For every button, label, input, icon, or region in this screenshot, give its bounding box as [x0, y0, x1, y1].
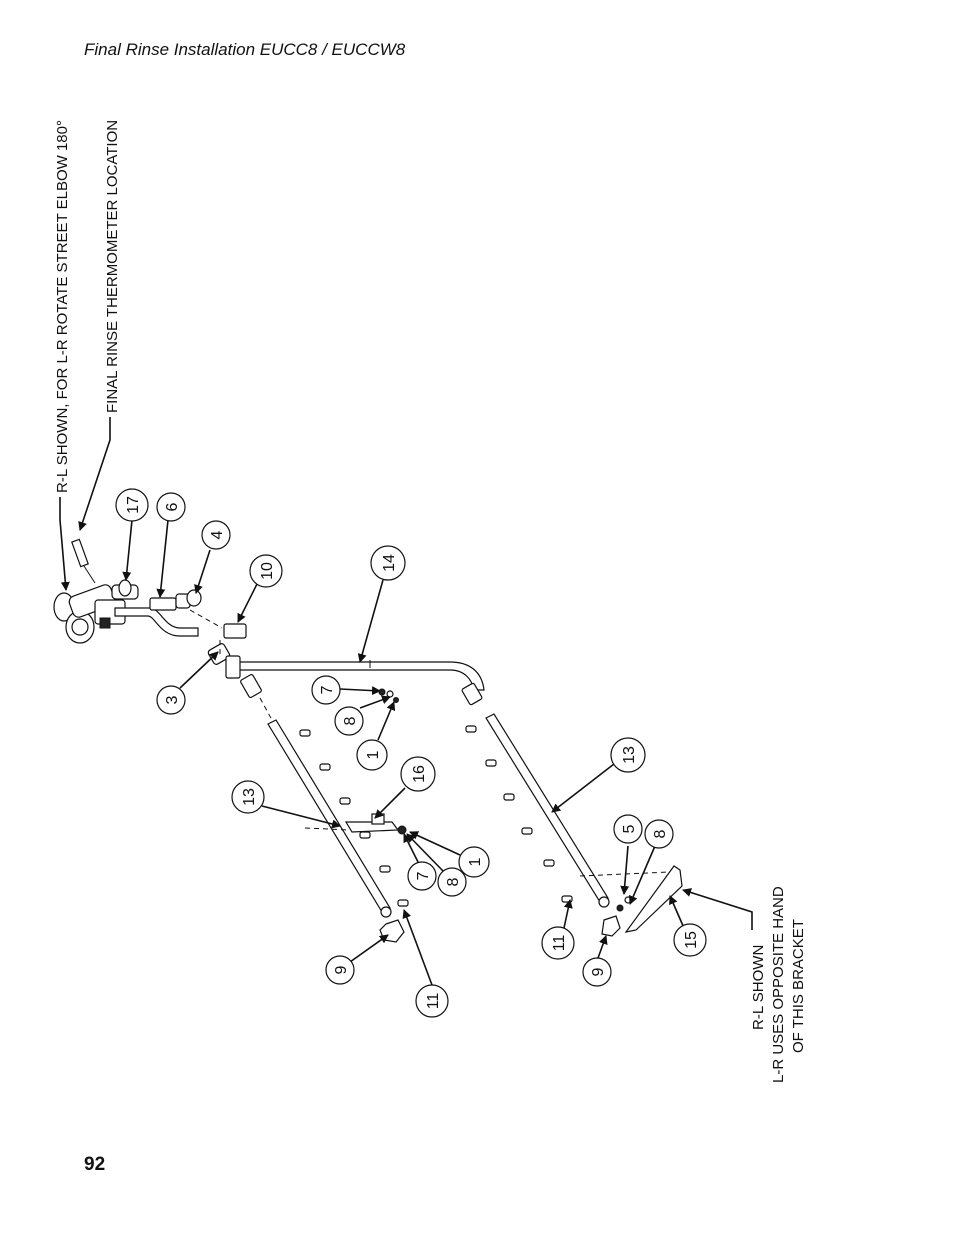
balloon-17: 17 [115, 488, 149, 522]
balloon-7-lower: 7 [407, 861, 437, 891]
balloon-11-left: 11 [415, 984, 449, 1018]
svg-text:13: 13 [621, 746, 638, 764]
svg-text:6: 6 [164, 502, 181, 511]
balloon-14: 14 [370, 545, 406, 581]
svg-text:5: 5 [621, 824, 638, 833]
page-number: 92 [84, 1154, 106, 1175]
svg-text:7: 7 [415, 871, 432, 880]
svg-text:1: 1 [365, 750, 382, 759]
balloon-5: 5 [613, 814, 643, 844]
balloon-7-upper: 7 [311, 675, 341, 705]
callout-rl-shown-rotate: R-L SHOWN, FOR L-R ROTATE STREET ELBOW 1… [54, 120, 71, 493]
balloon-8-upper: 8 [334, 706, 364, 736]
balloon-15: 15 [673, 923, 707, 957]
svg-text:9: 9 [333, 965, 350, 974]
svg-text:1: 1 [467, 857, 484, 866]
svg-text:8: 8 [445, 877, 462, 886]
balloon-9-left: 9 [325, 955, 355, 985]
callout-bracket-note-2: L-R USES OPPOSITE HAND [770, 886, 787, 1083]
balloon-8-right: 8 [644, 819, 674, 849]
balloon-9-right: 9 [582, 957, 612, 987]
balloon-13-right: 13 [610, 737, 646, 773]
page-title: Final Rinse Installation EUCC8 / EUCCW8 [84, 40, 406, 59]
svg-text:14: 14 [381, 554, 398, 572]
pipe-14 [225, 655, 485, 706]
callout-bracket-note-3: OF THIS BRACKET [790, 919, 807, 1053]
balloon-16: 16 [400, 756, 436, 792]
balloon-13-left: 13 [231, 780, 265, 814]
svg-text:13: 13 [241, 788, 258, 806]
svg-text:16: 16 [411, 765, 428, 783]
svg-text:11: 11 [551, 935, 568, 952]
svg-text:8: 8 [342, 716, 359, 725]
balloon-8-lower: 8 [437, 867, 467, 897]
balloon-3: 3 [156, 685, 186, 715]
svg-text:4: 4 [209, 530, 226, 539]
svg-text:17: 17 [125, 496, 142, 514]
svg-text:9: 9 [590, 967, 607, 976]
svg-text:8: 8 [652, 829, 669, 838]
valve-assembly [53, 538, 247, 665]
leader-rl-shown [59, 497, 70, 591]
svg-text:15: 15 [683, 931, 700, 949]
balloon-1-lower: 1 [458, 846, 490, 878]
leader-bracket [682, 888, 753, 930]
svg-text:7: 7 [319, 685, 336, 694]
callout-thermometer-location: FINAL RINSE THERMOMETER LOCATION [104, 120, 121, 413]
balloon-10: 10 [249, 554, 283, 588]
balloon-4: 4 [201, 520, 231, 550]
leader-thermometer [78, 417, 111, 531]
svg-text:11: 11 [425, 993, 442, 1010]
balloon-6: 6 [156, 492, 186, 522]
balloon-11-right: 11 [541, 926, 575, 960]
svg-text:3: 3 [164, 695, 181, 704]
rinse-arm-left [259, 688, 409, 943]
svg-text:10: 10 [259, 562, 276, 580]
callout-bracket-note-1: R-L SHOWN [750, 945, 767, 1030]
balloon-1-upper: 1 [356, 739, 388, 771]
